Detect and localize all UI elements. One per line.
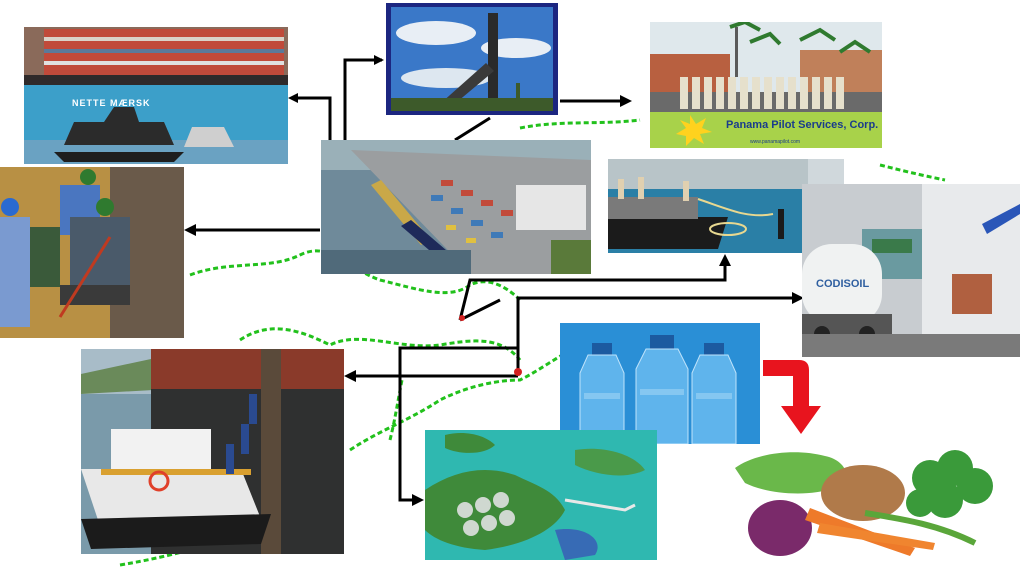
island-tank-farm-photo [425, 430, 657, 560]
origin-dot-secondary [459, 315, 465, 321]
ship-hull-name: NETTE MÆRSK [72, 98, 151, 108]
loading-tower-photo [386, 3, 558, 115]
arrowhead-island [412, 494, 424, 506]
red-curved-down-arrow-icon [763, 356, 823, 436]
port-aerial-photo [321, 140, 591, 274]
fuel-truck-photo: CODISOIL [802, 184, 1020, 357]
arrow-link [398, 346, 518, 376]
truck-brand: CODISOIL [816, 278, 870, 290]
vegetables-photo [735, 448, 997, 560]
pilot-launch-photo [81, 349, 344, 554]
arrowhead-workers [184, 224, 196, 236]
arrow-tail [459, 298, 501, 322]
arrow-to-ship [292, 96, 332, 140]
arrow-to-island [398, 376, 418, 502]
arrowhead-tower [374, 55, 384, 65]
pilot-services-photo: Panama Pilot Services, Corp. www.panamap… [650, 22, 882, 148]
arrowhead-launch [344, 370, 356, 382]
arrow-top-stub [454, 116, 491, 142]
pilot-company-name: Panama Pilot Services, Corp. [726, 119, 879, 131]
route-line-top [519, 118, 641, 130]
container-ship-photo: NETTE MÆRSK [24, 27, 288, 164]
arrowhead-pilots [620, 95, 632, 107]
route-line-right [879, 163, 946, 182]
origin-dot [514, 368, 522, 376]
pilot-company-url: www.panamapilot.com [750, 139, 801, 145]
route-line-vertical [388, 379, 404, 441]
dock-workers-photo [0, 167, 184, 338]
water-bottles-photo [560, 323, 760, 444]
arrowhead-mooring [719, 254, 731, 266]
arrowhead-ship [288, 93, 298, 103]
arrow-to-tower [343, 58, 382, 140]
